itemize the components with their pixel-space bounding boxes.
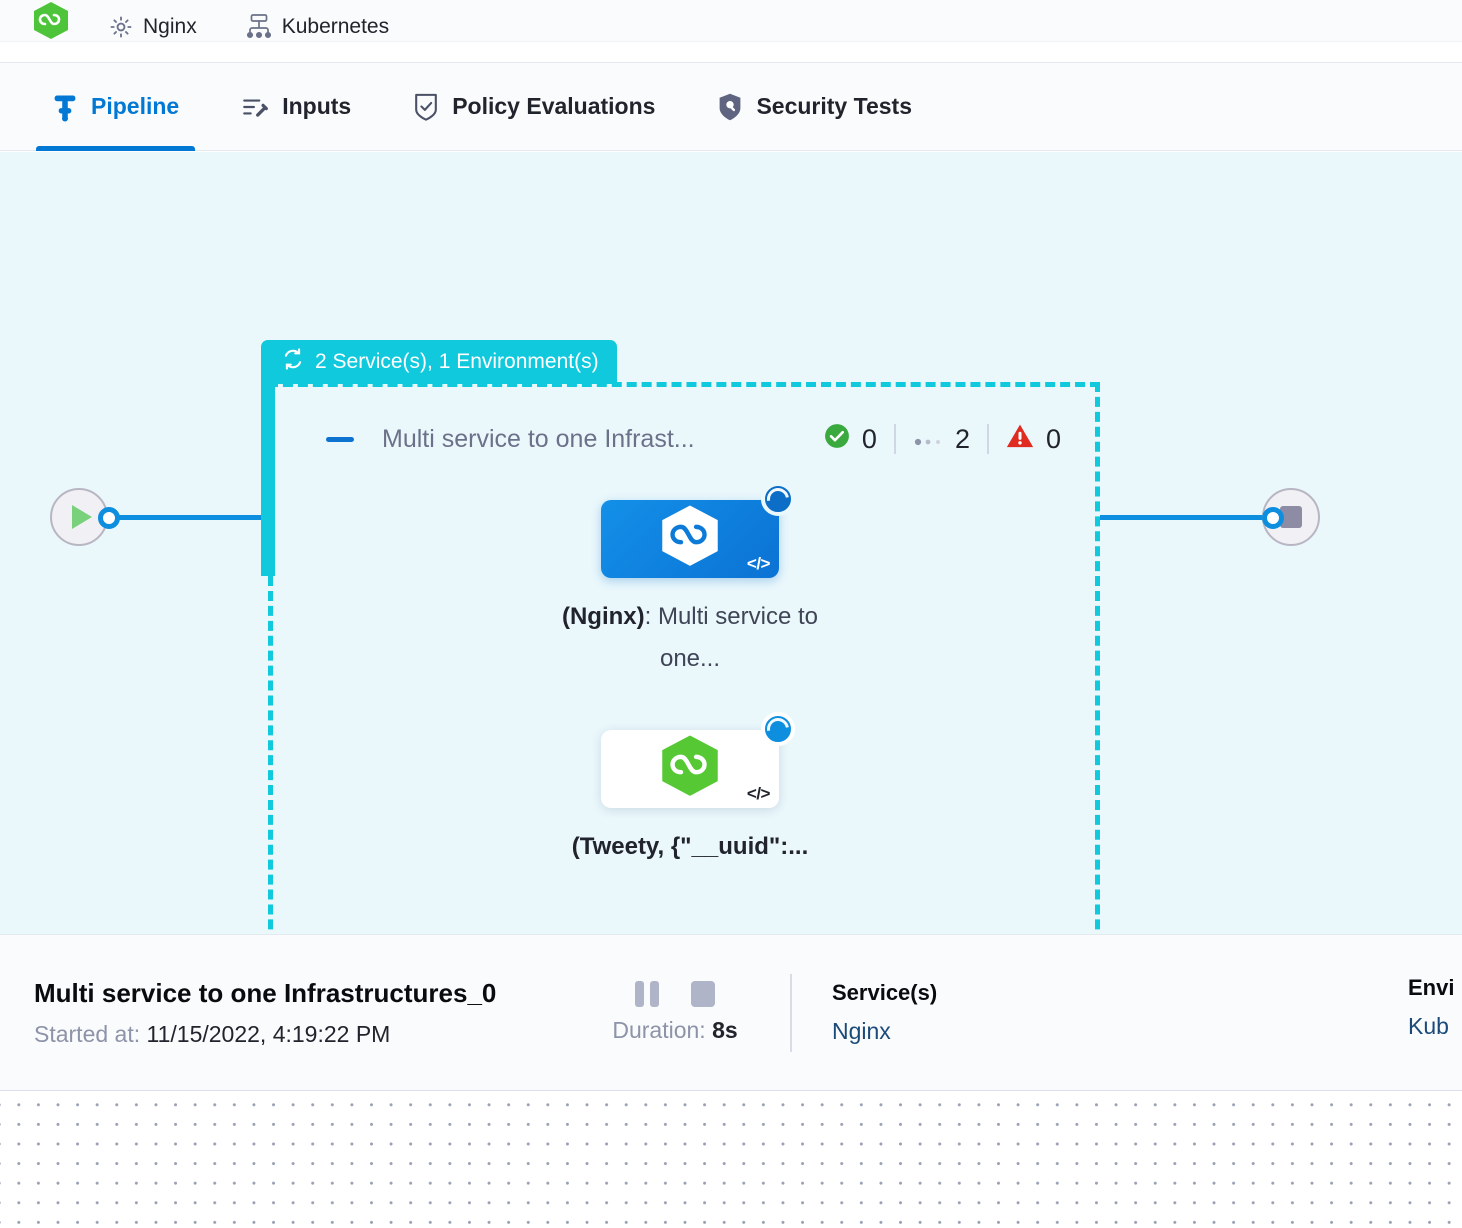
node-card[interactable]: </>: [601, 482, 795, 578]
pause-icon: [635, 981, 644, 1007]
security-shield-icon: [717, 92, 743, 122]
group-banner[interactable]: 2 Service(s), 1 Environment(s): [261, 340, 617, 384]
dot-grid-canvas[interactable]: [0, 1091, 1462, 1228]
duration-label: Duration:: [612, 1017, 706, 1043]
group-header: Multi service to one Infrast... 0: [288, 408, 1078, 470]
loop-repeat-icon: [281, 347, 305, 377]
code-icon: </>: [746, 784, 771, 803]
group-boundary: [268, 382, 1100, 934]
detail-divider: [790, 973, 792, 1052]
group-title: Multi service to one Infrast...: [382, 424, 695, 453]
started-at-label: Started at:: [34, 1020, 141, 1047]
gear-icon: [108, 14, 134, 40]
started-at: Started at: 11/15/2022, 4:19:22 PM: [34, 1021, 560, 1048]
context-item-environment[interactable]: Kubernetes: [245, 14, 389, 41]
tab-bar: Pipeline Inputs Policy Evaluations: [0, 63, 1462, 151]
pause-button[interactable]: [635, 981, 659, 1007]
detail-column-environments-value[interactable]: Kub: [1408, 1013, 1449, 1039]
start-port[interactable]: [98, 507, 120, 529]
play-icon: [72, 505, 92, 529]
context-strip: Nginx Kubernetes: [0, 0, 1462, 42]
service-hexagon-icon: [661, 505, 719, 573]
tab-pipeline-label: Pipeline: [91, 93, 180, 119]
node-label-service: (Nginx): [561, 603, 645, 630]
pending-dots-icon: [913, 424, 943, 455]
detail-column-environments-header: Envi: [1408, 975, 1455, 1000]
status-error-count: 0: [1045, 423, 1061, 454]
pause-icon: [650, 981, 659, 1007]
status-divider-1: [893, 424, 896, 454]
context-item-hexagon[interactable]: [34, 2, 68, 41]
detail-summary: Multi service to one Infrastructures_0 S…: [0, 978, 560, 1048]
tab-inputs[interactable]: Inputs: [225, 63, 367, 151]
pipeline-node-tweety[interactable]: </> (Tweety, {"__uuid":...: [540, 712, 840, 868]
tab-inputs-label: Inputs: [282, 93, 352, 119]
pipeline-icon: [52, 92, 78, 122]
error-warning-icon: [1006, 423, 1034, 456]
status-pending-count: 2: [954, 423, 970, 454]
policy-shield-check-icon: [413, 92, 439, 122]
status-error: 0: [989, 423, 1078, 456]
execution-controls: Duration: 8s: [560, 981, 790, 1044]
tab-security-tests-label: Security Tests: [756, 93, 912, 119]
context-item-environment-label: Kubernetes: [281, 15, 390, 38]
status-success-count: 0: [861, 423, 877, 454]
tab-security-tests[interactable]: Security Tests: [701, 63, 928, 151]
pipeline-node-nginx[interactable]: </> (Nginx): Multi service to one...: [540, 482, 840, 680]
page-title: Multi service to one Infrastructures_0: [34, 977, 497, 1008]
node-label: (Nginx): Multi service to one...: [540, 596, 840, 680]
context-item-service-label: Nginx: [143, 15, 197, 38]
execution-detail-panel: Multi service to one Infrastructures_0 S…: [0, 934, 1462, 1091]
detail-column-environments: Envi Kub: [1408, 975, 1454, 1040]
detail-column-services-value[interactable]: Nginx: [832, 1018, 891, 1044]
running-spinner-icon: [761, 482, 795, 516]
service-hexagon-icon: [661, 735, 719, 803]
stop-button[interactable]: [691, 981, 715, 1007]
duration: Duration: 8s: [560, 1017, 790, 1044]
context-item-service[interactable]: Nginx: [108, 14, 197, 41]
started-at-value: 11/15/2022, 4:19:22 PM: [146, 1020, 391, 1047]
node-label: (Tweety, {"__uuid":...: [571, 833, 809, 860]
node-label-rest: : Multi service to one...: [644, 603, 819, 672]
stop-port[interactable]: [1262, 507, 1284, 529]
hexagon-green-icon: [34, 2, 68, 40]
status-pending: 2: [896, 424, 987, 455]
detail-column-services-header: Service(s): [832, 980, 938, 1005]
node-card[interactable]: </>: [601, 712, 795, 808]
success-check-icon: [824, 423, 850, 456]
status-success: 0: [807, 423, 894, 456]
strip-divider: [0, 62, 1462, 63]
detail-column-services: Service(s) Nginx: [792, 980, 937, 1045]
infrastructure-icon: [245, 14, 273, 40]
edge-group-to-stop: [1100, 515, 1272, 520]
inputs-wand-icon: [241, 93, 269, 121]
tab-policy-evaluations-label: Policy Evaluations: [452, 93, 656, 119]
pipeline-canvas[interactable]: 2 Service(s), 1 Environment(s) Multi ser…: [0, 152, 1462, 934]
stop-icon: [1280, 506, 1302, 528]
code-icon: </>: [746, 554, 771, 573]
group-banner-label: 2 Service(s), 1 Environment(s): [315, 350, 599, 373]
tab-pipeline[interactable]: Pipeline: [36, 63, 196, 151]
collapse-dash-icon[interactable]: [326, 436, 354, 442]
edge-start-to-group: [108, 515, 268, 520]
tab-policy-evaluations[interactable]: Policy Evaluations: [397, 63, 671, 151]
group-status-counters: 0 2: [807, 423, 1078, 456]
running-spinner-icon: [761, 712, 795, 746]
status-divider-2: [986, 424, 989, 454]
duration-value: 8s: [712, 1017, 738, 1043]
